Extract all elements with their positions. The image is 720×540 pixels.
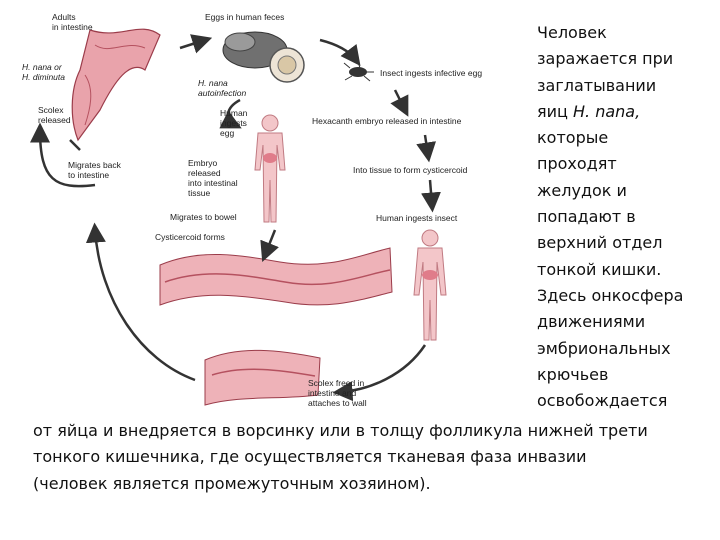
side-line: которые: [537, 128, 609, 148]
scolex-intestine-illustration: [204, 349, 321, 406]
label-hexacanth-embryo: Hexacanth embryo released in intestine: [312, 116, 462, 126]
label-human-ingests-insect: Human ingests insect: [376, 213, 458, 223]
label-migrates-back: Migrates back to intestine: [68, 160, 121, 180]
bottom-line: от яйца и внедряется в ворсинку или в то…: [33, 421, 648, 440]
bottom-line: (человек является промежуточным хозяином…: [33, 473, 431, 493]
human-figure-center: [254, 114, 286, 223]
side-line: движениями: [537, 312, 646, 332]
human-figure-right: [413, 229, 447, 341]
label-into-tissue: Into tissue to form cysticercoid: [353, 165, 468, 175]
description-bottom-text: от яйца и внедряется в ворсинку или в то…: [33, 418, 703, 497]
side-line: заражается при: [537, 49, 674, 69]
label-cysticercoid-forms: Cysticercoid forms: [155, 232, 225, 242]
label-insect-ingests: Insect ingests infective egg: [380, 68, 483, 78]
adult-intestine-illustration: [71, 28, 161, 142]
side-line: верхний отдел: [537, 233, 663, 253]
label-autoinfection: H. nana autoinfection: [198, 78, 247, 98]
life-cycle-diagram: [30, 28, 447, 406]
side-line: попадают в: [537, 207, 636, 227]
label-adults-in-intestine: Adults in intestine: [52, 12, 93, 32]
side-line: Человек: [537, 23, 607, 42]
cycle-arrows: [30, 34, 441, 402]
label-scolex-freed: Scolex freed in intestine and attaches t…: [308, 378, 367, 408]
species-name: H. nana,: [573, 101, 641, 121]
insect-illustration: [343, 61, 374, 82]
side-line: эмбриональных: [537, 338, 671, 358]
side-line: яиц H. nana,: [537, 101, 641, 121]
side-line: освобождается: [537, 391, 668, 411]
label-embryo-released: Embryo released into intestinal tissue: [188, 158, 238, 198]
label-human-ingests-egg: Human ingests egg: [220, 108, 248, 138]
label-scolex-released: Scolex released: [38, 105, 71, 125]
description-side-text: Человек заражается при заглатывании яиц …: [537, 20, 717, 414]
side-line: желудок и: [537, 180, 627, 200]
side-line: крючьев: [537, 364, 609, 384]
cysticercoid-intestine-illustration: [159, 247, 393, 306]
side-line: заглатывании: [537, 75, 657, 95]
side-line: тонкой кишки.: [537, 259, 662, 279]
label-species: H. nana or H. diminuta: [22, 62, 65, 82]
label-migrates-to-bowel: Migrates to bowel: [170, 212, 237, 222]
side-line: проходят: [537, 154, 617, 174]
feces-egg-illustration: [222, 31, 305, 83]
bottom-line: тонкого кишечника, где осуществляется тк…: [33, 447, 587, 467]
side-line: Здесь онкосфера: [537, 285, 684, 305]
label-eggs-in-feces: Eggs in human feces: [205, 12, 285, 22]
